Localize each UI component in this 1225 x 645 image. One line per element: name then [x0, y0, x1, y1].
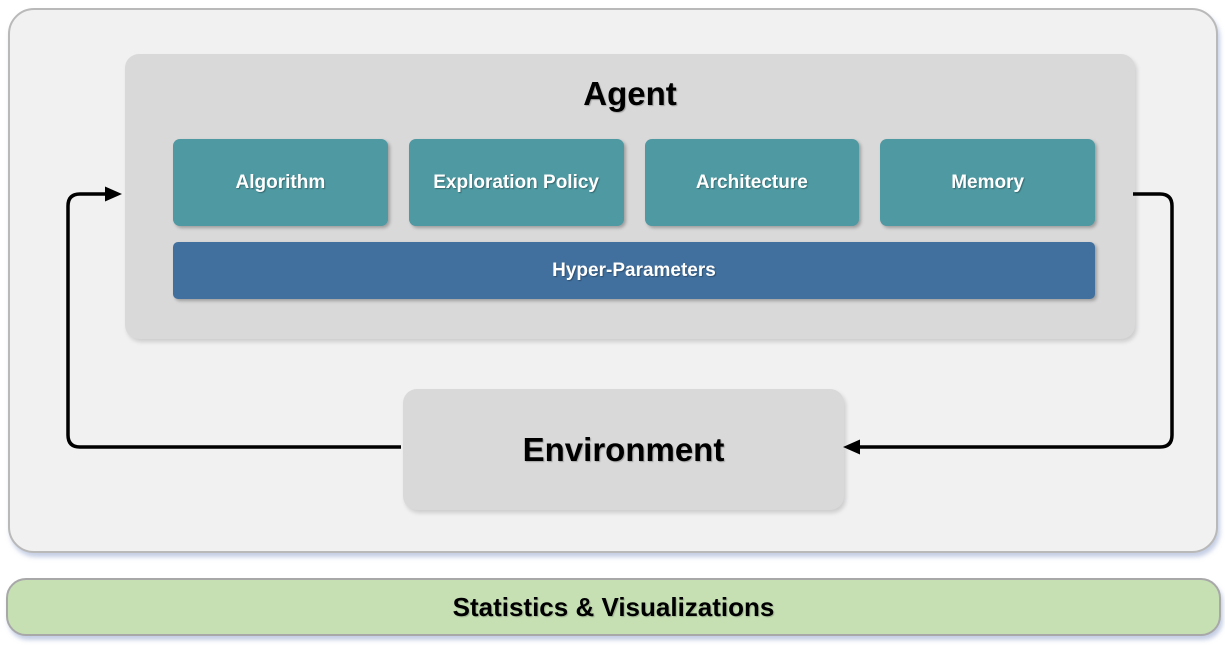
agent-module-architecture: Architecture — [644, 139, 860, 226]
agent-module-memory-label: Memory — [951, 171, 1025, 193]
agent-module-memory: Memory — [880, 139, 1095, 226]
hyper-parameters-bar: Hyper-Parameters — [173, 242, 1095, 299]
agent-box: Agent Algorithm Exploration Policy Archi… — [125, 54, 1135, 339]
environment-label: Environment — [522, 430, 725, 468]
agent-title: Agent — [583, 75, 677, 112]
statistics-visualizations-label: Statistics & Visualizations — [452, 591, 775, 622]
agent-module-exploration-policy-label: Exploration Policy — [433, 171, 599, 193]
framework-panel: Agent Algorithm Exploration Policy Archi… — [8, 8, 1218, 553]
environment-box: Environment — [403, 389, 844, 510]
agent-modules-row: Algorithm Exploration Policy Architectur… — [173, 139, 1095, 226]
statistics-visualizations-bar: Statistics & Visualizations — [6, 578, 1221, 636]
agent-module-exploration-policy: Exploration Policy — [408, 139, 624, 226]
agent-module-algorithm-label: Algorithm — [235, 171, 326, 193]
agent-module-algorithm: Algorithm — [173, 139, 388, 226]
agent-module-architecture-label: Architecture — [695, 171, 808, 193]
hyper-parameters-label: Hyper-Parameters — [552, 259, 716, 281]
